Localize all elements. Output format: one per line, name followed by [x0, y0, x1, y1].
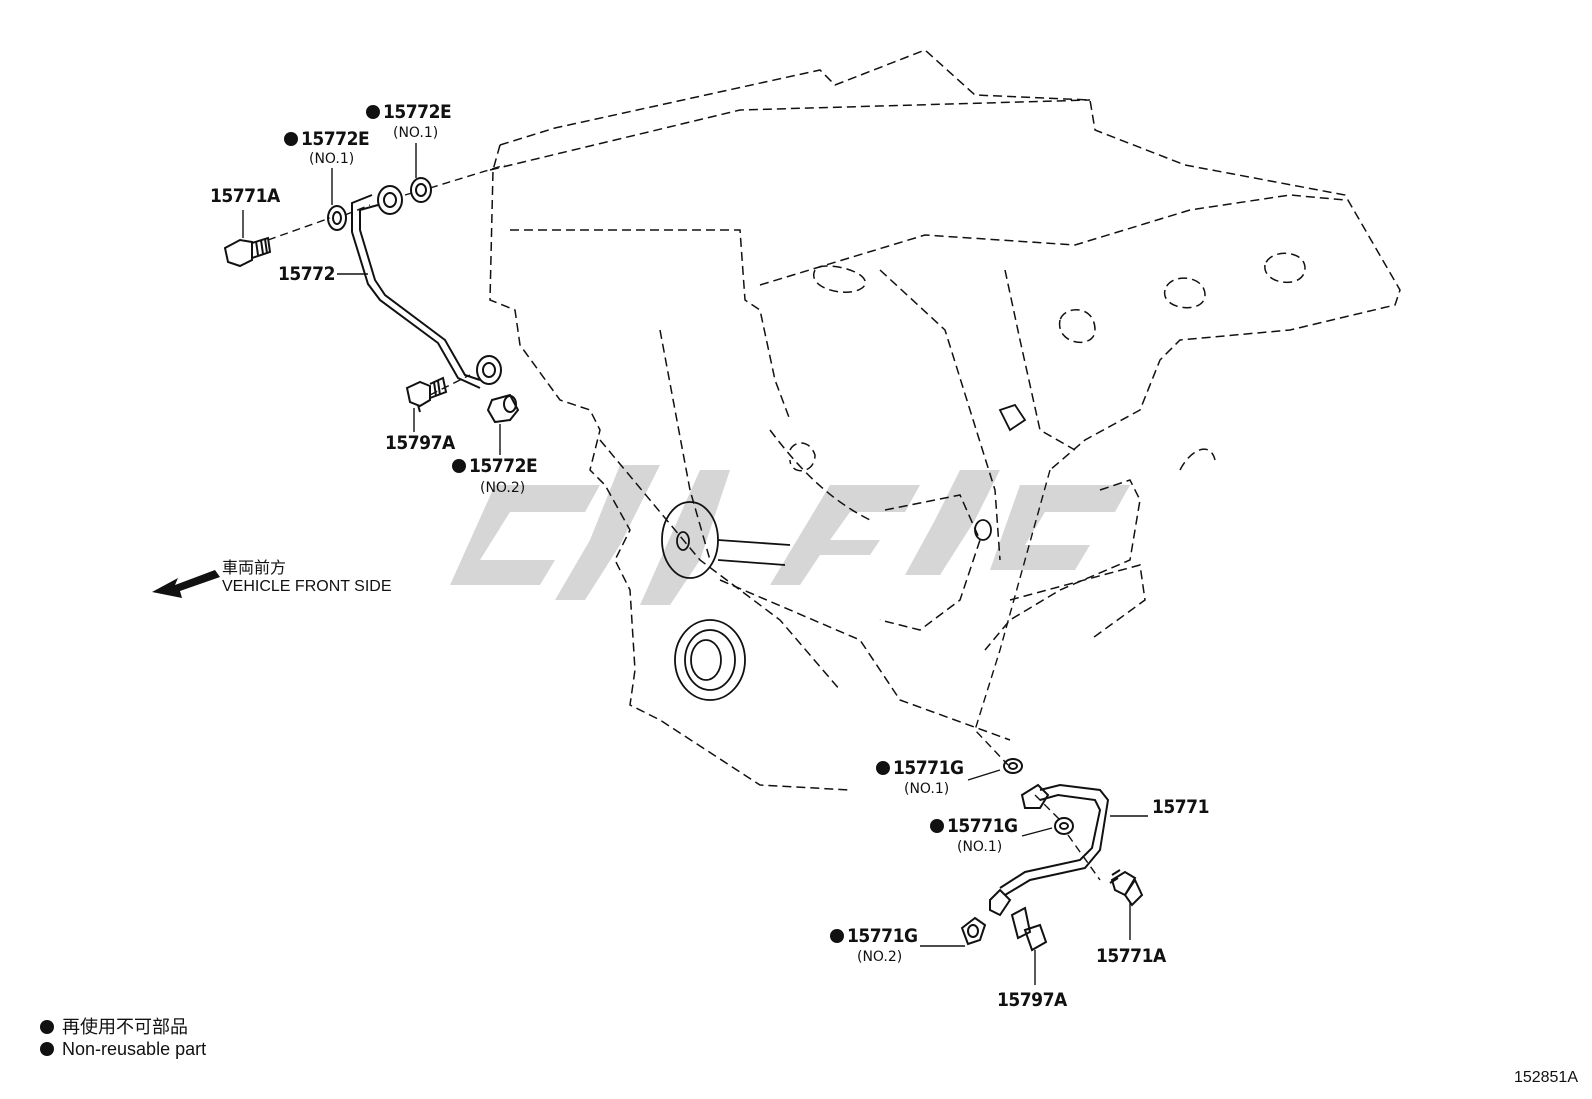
part-label-15772: 15772	[278, 263, 335, 285]
non-reusable-dot-icon	[452, 459, 466, 473]
part-sub-15771g-no1-mid: (NO.1)	[957, 839, 1003, 855]
non-reusable-dot-icon	[40, 1020, 54, 1034]
pipe-15772-drawing	[223, 177, 520, 424]
part-sub-15772e-no1-right: (NO.1)	[393, 125, 439, 141]
vehicle-front-arrow-icon	[152, 570, 220, 598]
non-reusable-dot-icon	[930, 819, 944, 833]
engine-details	[661, 403, 1027, 701]
direction-label-en: VEHICLE FRONT SIDE	[222, 578, 392, 595]
part-label-15771: 15771	[1152, 796, 1209, 818]
pipe-15771-drawing	[960, 758, 1144, 952]
part-sub-15772e-no2: (NO.2)	[480, 480, 526, 496]
legend-jp: 再使用不可部品	[40, 1013, 188, 1039]
part-label-15771a-bottom: 15771A	[1096, 945, 1166, 967]
non-reusable-dot-icon	[366, 105, 380, 119]
leader-lines	[242, 143, 1148, 985]
part-sub-15771g-no1-top: (NO.1)	[904, 781, 950, 797]
part-label-15771g-no2: 15771G	[830, 925, 918, 947]
non-reusable-dot-icon	[40, 1042, 54, 1056]
part-label-15771a-top: 15771A	[210, 185, 280, 207]
non-reusable-dot-icon	[284, 132, 298, 146]
watermark-logo	[450, 465, 1130, 605]
part-sub-15771g-no2: (NO.2)	[857, 949, 903, 965]
figure-id: 152851A	[1513, 1069, 1578, 1086]
part-label-15772e-no2: 15772E	[452, 455, 538, 477]
part-label-15772e-no1-left: 15772E	[284, 128, 370, 150]
non-reusable-dot-icon	[830, 929, 844, 943]
part-label-15771g-no1-mid: 15771G	[930, 815, 1018, 837]
part-label-15771g-no1-top: 15771G	[876, 757, 964, 779]
direction-label-jp: 車両前方	[222, 560, 287, 577]
assembly-dashed-lines	[267, 164, 1101, 881]
engine-block-outline	[489, 49, 1401, 791]
part-label-15772e-no1-right: 15772E	[366, 101, 452, 123]
legend-en: Non-reusable part	[40, 1039, 206, 1060]
part-label-15797a-top: 15797A	[385, 432, 455, 454]
part-sub-15772e-no1-left: (NO.1)	[309, 151, 355, 167]
non-reusable-dot-icon	[876, 761, 890, 775]
part-label-15797a-bottom: 15797A	[997, 989, 1067, 1011]
